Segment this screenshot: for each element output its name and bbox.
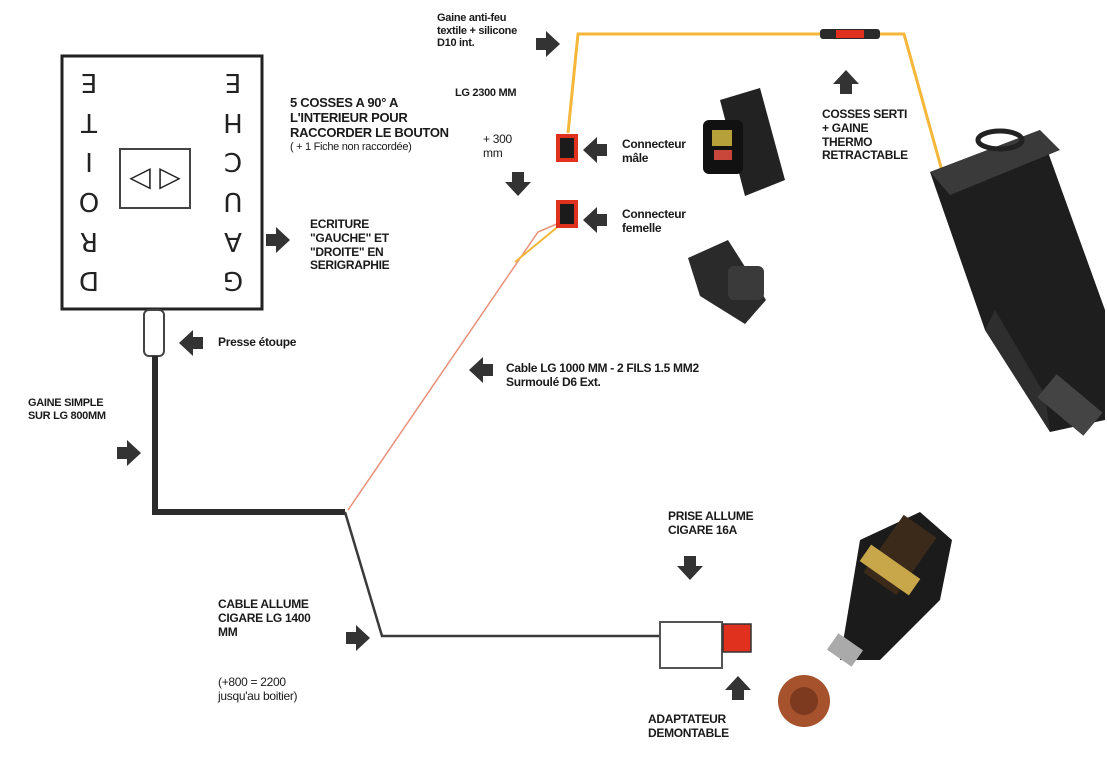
box-letter-right-6: G	[218, 265, 248, 295]
female-connector-image	[688, 240, 766, 324]
box-letter-right-3: C	[218, 146, 248, 176]
box-letter-right-5: A	[218, 226, 248, 256]
label-lg-2300: LG 2300 MM	[455, 87, 516, 100]
box-letter-right-4: U	[218, 186, 248, 216]
box-letter-left-3: I	[74, 146, 104, 176]
yellow-wire-top	[568, 34, 820, 133]
cigar-socket-box	[660, 622, 722, 668]
cigar-plug-image	[778, 512, 952, 727]
arrow-icon	[536, 31, 560, 57]
arrow-icon	[179, 330, 203, 356]
box-letter-left-2: T	[74, 107, 104, 137]
box-letter-right-1: E	[218, 67, 248, 97]
arrow-icon	[725, 676, 751, 700]
button-left-icon[interactable]: ◁	[125, 160, 155, 193]
arrow-icon	[505, 172, 531, 196]
box-letter-left-5: R	[74, 226, 104, 256]
box-letter-right-2: H	[218, 107, 248, 137]
arrow-icon	[583, 207, 607, 233]
label-presse-etoupe: Presse étoupe	[218, 336, 296, 350]
arrow-icon	[266, 227, 290, 253]
arrow-icon	[677, 556, 703, 580]
arrow-icon	[583, 137, 607, 163]
male-connector-image	[703, 88, 785, 196]
arrow-icon	[469, 357, 493, 383]
arrow-icon	[346, 625, 370, 651]
black-cable-box-to-junction	[155, 356, 345, 512]
black-module-image	[930, 130, 1105, 436]
arrow-icon	[117, 440, 141, 466]
adapter-red	[723, 624, 751, 652]
cigar-cable	[345, 512, 660, 636]
box-letter-left-1: E	[74, 67, 104, 97]
box-letter-left-4: O	[74, 186, 104, 216]
arrow-icon	[833, 70, 859, 94]
crimp-terminal	[836, 30, 864, 38]
cable-gland	[144, 310, 164, 356]
button-right-icon[interactable]: ▷	[155, 160, 185, 193]
box-letter-left-6: D	[74, 265, 104, 295]
